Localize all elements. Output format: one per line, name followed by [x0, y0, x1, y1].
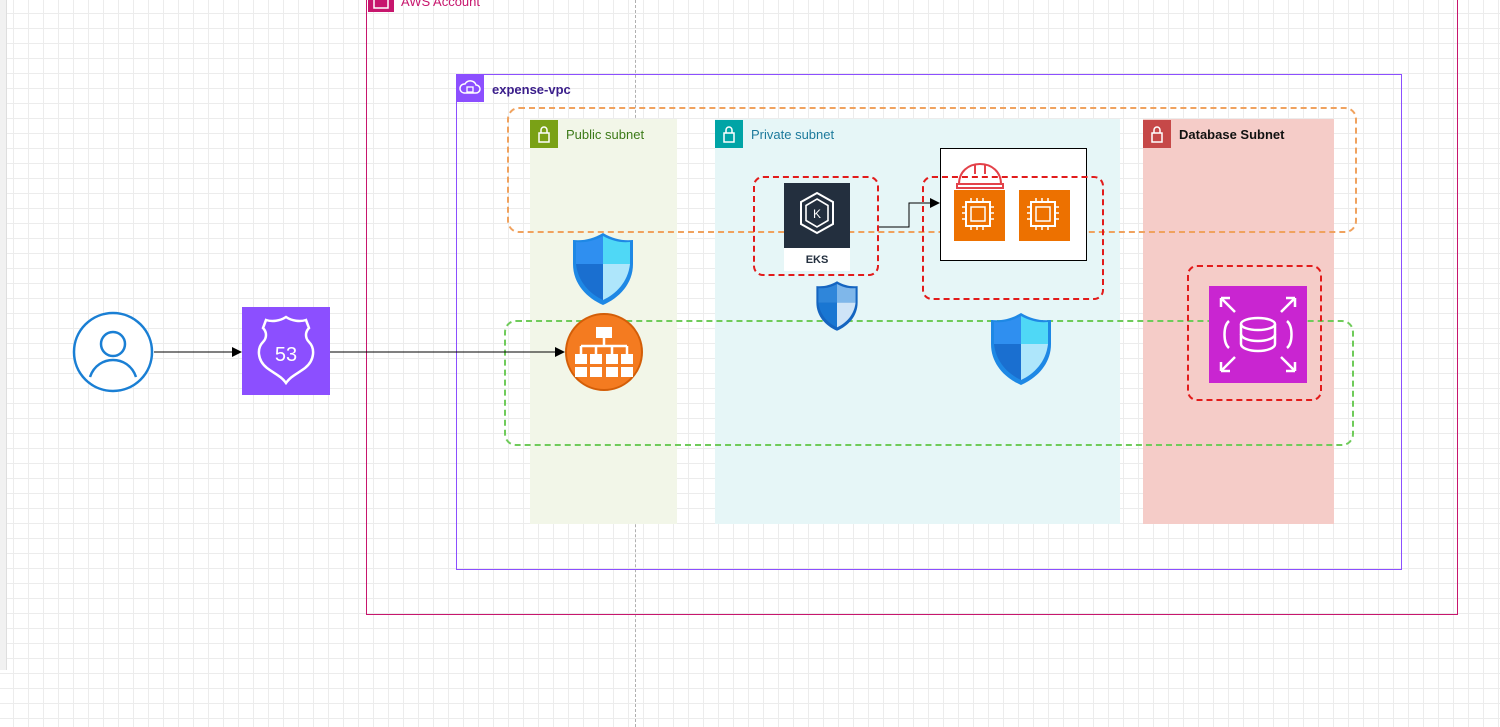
- vpc-label: expense-vpc: [492, 82, 571, 97]
- node-group-highlight-box[interactable]: [922, 176, 1104, 300]
- route53-icon[interactable]: 53: [242, 307, 330, 395]
- ec2-instance-icon[interactable]: [1019, 190, 1070, 241]
- user-icon[interactable]: [72, 311, 154, 393]
- vpc-group[interactable]: [456, 74, 1402, 570]
- eks-label: EKS: [805, 254, 829, 266]
- availability-zone-b[interactable]: [504, 320, 1354, 446]
- ec2-instance-icon[interactable]: [954, 190, 1005, 241]
- rds-database-icon[interactable]: [1209, 286, 1307, 383]
- eks-kubernetes-icon[interactable]: K: [784, 183, 850, 248]
- private-subnet-lock-icon: [715, 120, 743, 148]
- availability-zone-a[interactable]: [507, 107, 1357, 233]
- svg-text:K: K: [813, 207, 821, 221]
- aws-account-group[interactable]: [366, 0, 1458, 615]
- public-subnet-label: Public subnet: [566, 127, 645, 142]
- canvas-left-edge: [0, 0, 7, 670]
- database-subnet-lock-icon: [1143, 120, 1171, 148]
- rds-highlight-box[interactable]: [1187, 265, 1322, 401]
- database-subnet-label: Database Subnet: [1179, 127, 1285, 142]
- route53-label: 53: [275, 344, 297, 366]
- shield-icon[interactable]: [815, 279, 859, 333]
- aws-account-label: AWS Account: [401, 0, 480, 9]
- shield-icon[interactable]: [989, 311, 1053, 387]
- hard-hat-icon: [955, 158, 1005, 190]
- public-subnet-lock-icon: [530, 120, 558, 148]
- private-subnet-label: Private subnet: [751, 127, 835, 142]
- vpc-cloud-icon: [456, 74, 484, 102]
- aws-account-icon: [368, 0, 394, 12]
- connector-eks-to-node-group: [879, 198, 940, 228]
- load-balancer-icon[interactable]: [565, 312, 643, 392]
- eks-highlight-box[interactable]: [753, 176, 879, 276]
- shield-icon[interactable]: [571, 231, 635, 307]
